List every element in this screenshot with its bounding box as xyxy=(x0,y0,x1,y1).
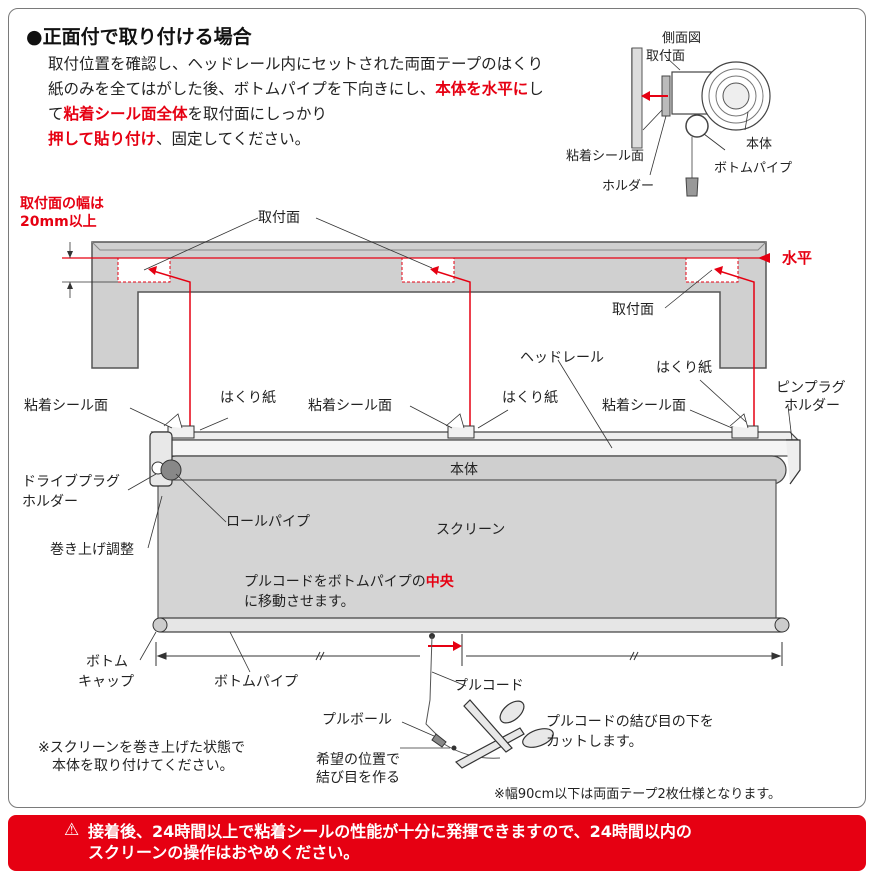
pin-plug-holder-label-1: ピンプラグ xyxy=(776,380,846,396)
warning-line-1: 接着後、24時間以上で粘着シールの性能が十分に発揮できますので、24時間以内の xyxy=(88,822,692,841)
width-note-line-2: 20mm以上 xyxy=(20,214,97,230)
mount-surface-top-label: 取付面 xyxy=(258,210,300,226)
content-frame xyxy=(8,8,866,808)
warning-triangle-icon: ⚠ xyxy=(64,820,80,840)
pull-ball-label: プルボール xyxy=(322,712,392,728)
side-view-diagram xyxy=(631,47,771,197)
side-mount-surface-label: 取付面 xyxy=(646,49,686,64)
center-note-highlight: 中央 xyxy=(425,574,454,590)
release-paper-mid-label: はくり紙 xyxy=(502,390,558,406)
width-spec-note: ※幅90cm以下は両面テープ2枚仕様となります。 xyxy=(494,787,782,802)
cut-note-line-2: カットします。 xyxy=(546,734,643,750)
rolled-note-line-1: ※スクリーンを巻き上げた状態で xyxy=(38,740,246,756)
intro-text-1: 取付位置を確認し、ヘッドレール内にセットされた両面テープのはくり紙のみを全てはが… xyxy=(48,55,544,98)
bottom-pipe xyxy=(153,617,789,633)
side-bottom-pipe xyxy=(685,114,709,138)
wall-frame xyxy=(62,217,770,369)
bottom-pipe-label: ボトムパイプ xyxy=(214,674,298,690)
width-dimension xyxy=(155,634,783,666)
intro-highlight-3: 押して貼り付け xyxy=(48,130,157,148)
pull-cord xyxy=(425,635,441,739)
warning-banner: ⚠ 接着後、24時間以上で粘着シールの性能が十分に発揮できますので、24時間以内… xyxy=(8,815,866,871)
center-note-line-2: に移動させます。 xyxy=(244,594,355,610)
winding-adjust-label: 巻き上げ調整 xyxy=(50,542,134,558)
bottom-cap-label-1: ボトム xyxy=(86,654,128,670)
adhesive-left-label: 粘着シール面 xyxy=(24,398,108,414)
bottom-cap-label-2: キャップ xyxy=(78,674,134,690)
knot-note-line-1: 希望の位置で xyxy=(316,752,400,768)
side-bottom-pipe-label: ボトムパイプ xyxy=(714,161,793,176)
knot-note-line-2: 結び目を作る xyxy=(316,770,400,786)
screen-panel xyxy=(157,479,777,621)
drive-plug-holder-label-2: ホルダー xyxy=(22,494,78,510)
scissors-icon xyxy=(455,699,554,769)
screen-label: スクリーン xyxy=(436,522,506,538)
intro-highlight-2: 粘着シール面全体 xyxy=(63,105,188,123)
bottom-cap-left xyxy=(152,617,168,633)
roller-blind xyxy=(149,413,801,639)
center-note-line-1: プルコードをボトムパイプの中央 xyxy=(244,574,454,591)
intro-paragraph: 取付位置を確認し、ヘッドレール内にセットされた両面テープのはくり紙のみを全てはが… xyxy=(48,52,553,152)
width-note-line-1: 取付面の幅は xyxy=(20,196,104,212)
side-view-title: 側面図 xyxy=(662,31,702,46)
mount-surface-right-label: 取付面 xyxy=(612,302,654,318)
release-paper-left-label: はくり紙 xyxy=(220,390,276,406)
side-holder-label: ホルダー xyxy=(602,179,655,194)
warning-text: 接着後、24時間以上で粘着シールの性能が十分に発揮できますので、24時間以内の … xyxy=(88,821,848,863)
page-title: ●正面付で取り付ける場合 xyxy=(26,26,252,48)
center-note-text: プルコードをボトムパイプの xyxy=(244,574,426,590)
leader-lines xyxy=(127,359,793,749)
head-rail-label: ヘッドレール xyxy=(520,350,604,366)
intro-text-2: して xyxy=(48,80,544,123)
side-adhesive-label: 粘着シール面 xyxy=(566,149,645,164)
horizontal-label: 水平 xyxy=(782,249,813,267)
drive-plug-holder-label-1: ドライブプラグ xyxy=(22,474,120,490)
pull-cord-label: プルコード xyxy=(454,678,524,694)
release-paper-right-label: はくり紙 xyxy=(656,360,712,376)
pull-ball-icon xyxy=(685,177,699,197)
warning-line-2: スクリーンの操作はおやめください。 xyxy=(88,843,360,862)
body-label: 本体 xyxy=(450,462,478,478)
intro-text-3: を取付面にしっかり xyxy=(187,105,328,123)
pin-plug-holder xyxy=(786,439,801,485)
cut-note-line-1: プルコードの結び目の下を xyxy=(546,714,714,730)
side-body-label: 本体 xyxy=(746,137,773,152)
roll-pipe-label: ロールパイプ xyxy=(226,514,310,530)
adhesive-right-label: 粘着シール面 xyxy=(602,398,686,414)
rolled-note-line-2: 本体を取り付けてください。 xyxy=(52,758,234,774)
intro-text-4: 、固定してください。 xyxy=(156,130,311,148)
adhesive-mid-label: 粘着シール面 xyxy=(308,398,392,414)
intro-highlight-1: 本体を水平に xyxy=(435,80,529,98)
pin-plug-holder-label-2: ホルダー xyxy=(784,398,840,414)
alignment-arrows xyxy=(149,269,755,434)
